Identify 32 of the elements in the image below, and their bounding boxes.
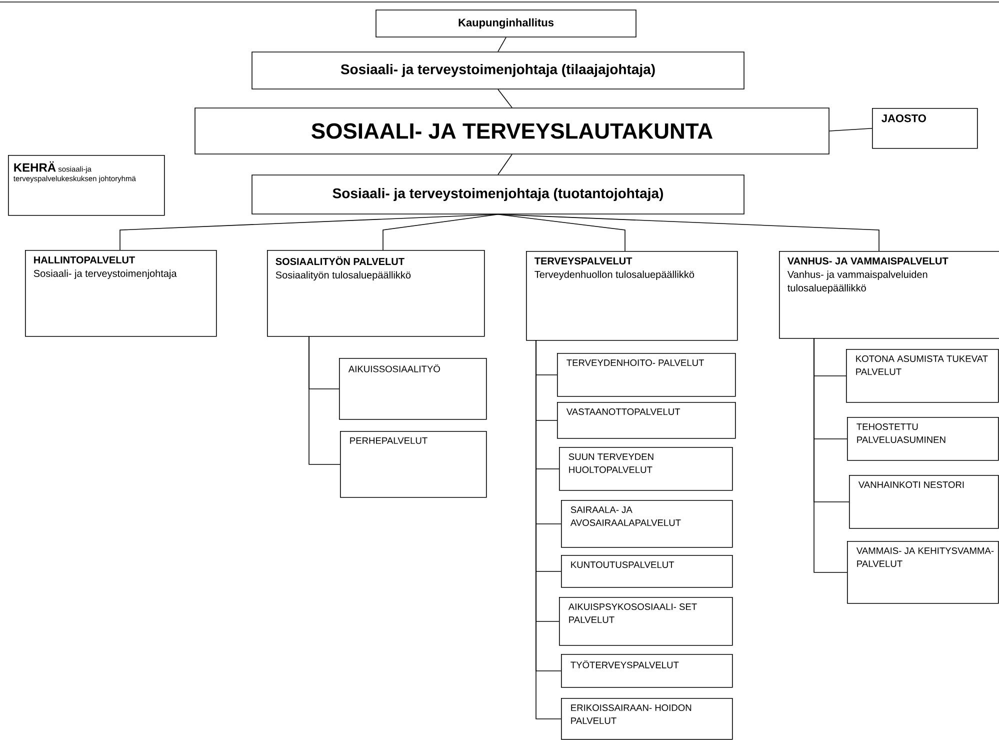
section-box: JAOSTO	[872, 108, 978, 149]
service-box: SAIRAALA- JA AVOSAIRAALAPALVELUT	[561, 500, 733, 548]
board-box: SOSIAALI- JA TERVEYSLAUTAKUNTA	[194, 108, 830, 154]
service-box: TYÖTERVEYSPALVELUT	[561, 654, 733, 688]
connector-line	[829, 128, 872, 132]
role-box: Sosiaali- ja terveystoimenjohtaja (tuotantojohtaja)	[252, 174, 744, 214]
unit-box: TERVEYSPALVELUT Terveydenhuollon tulosaluepäällikkö	[526, 251, 738, 341]
connector-line	[498, 89, 512, 108]
role-box: Sosiaali- ja terveystoimenjohtaja (tilaajajohtaja)	[252, 52, 744, 90]
service-box: AIKUISPSYKOSOSIAALI- SET PALVELUT	[559, 597, 733, 646]
title-box: Kaupunginhallitus	[376, 10, 636, 38]
connector-line	[814, 338, 848, 573]
connector-line	[498, 37, 506, 52]
service-box: VANHAINKOTI NESTORI	[849, 475, 999, 529]
service-box: SUUN TERVEYDEN HUOLTOPALVELUT	[559, 447, 733, 491]
connector-line	[308, 336, 340, 465]
connector-line	[120, 214, 498, 250]
service-box: VAMMAIS- JA KEHITYSVAMMA- PALVELUT	[847, 541, 999, 604]
service-box: KOTONA ASUMISTA TUKEVAT PALVELUT	[846, 349, 999, 403]
unit-box: SOSIAALITYÖN PALVELUT Sosiaalityön tulosaluepäällikkö	[267, 250, 485, 337]
connector-line	[498, 214, 880, 252]
connector-line	[382, 214, 498, 250]
unit-box: HALLINTOPALVELUT Sosiaali- ja terveystoimenjohtaja	[25, 250, 217, 337]
service-box: AIKUISSOSIAALITYÖ	[339, 358, 487, 420]
unit-box: VANHUS- JA VAMMAISPALVELUT Vanhus- ja vammaispalveluiden tulosaluepäällikkö	[779, 251, 999, 339]
service-box: TERVEYDENHOITO- PALVELUT	[557, 353, 736, 397]
service-box: PERHEPALVELUT	[340, 431, 487, 498]
connector-line	[498, 154, 512, 175]
service-box: ERIKOISSAIRAAN- HOIDON PALVELUT	[561, 698, 733, 740]
service-box: VASTAANOTTOPALVELUT	[557, 402, 736, 439]
service-box: KUNTOUTUSPALVELUT	[561, 555, 733, 588]
service-box: TEHOSTETTU PALVELUASUMINEN	[847, 417, 999, 461]
